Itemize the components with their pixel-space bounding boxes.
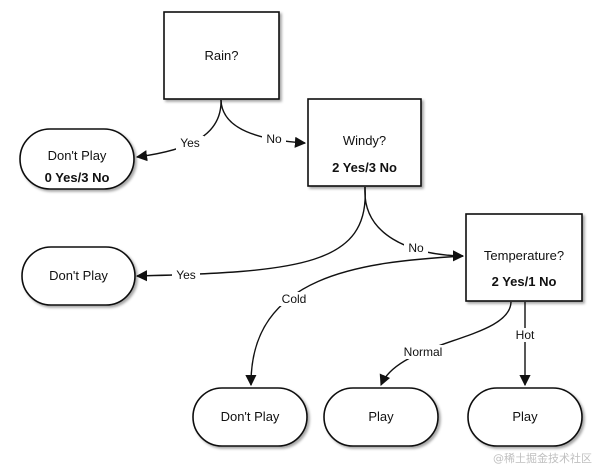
leaf-dont-play-cold-label: Don't Play [221, 409, 280, 424]
edge-label-temp-cold: Cold [282, 292, 307, 306]
edge-temp-cold [245, 255, 464, 387]
edge-rain-no [220, 99, 307, 148]
edge-label-windy-yes: Yes [176, 268, 196, 282]
edge-label-rain-yes: Yes [180, 136, 200, 150]
leaf-dont-play-rain-counts: 0 Yes/3 No [45, 170, 110, 185]
edge-labels: Yes No Yes No Cold Normal Hot [172, 131, 538, 359]
node-temperature-label: Temperature? [484, 248, 564, 263]
leaf-play-hot-label: Play [512, 409, 538, 424]
node-rain: Rain? [163, 11, 280, 100]
edge-label-temp-normal: Normal [404, 345, 443, 359]
node-temperature: Temperature? 2 Yes/1 No [465, 213, 583, 302]
leaf-play-normal: Play [323, 387, 439, 447]
edge-label-temp-hot: Hot [516, 328, 535, 342]
leaf-dont-play-cold: Don't Play [192, 387, 308, 447]
leaf-dont-play-rain-label: Don't Play [48, 148, 107, 163]
node-rain-label: Rain? [205, 48, 239, 63]
edge-label-windy-no: No [408, 241, 424, 255]
edge-windy-no [364, 186, 465, 262]
edge-temp-normal [379, 301, 512, 387]
edges [135, 99, 531, 387]
watermark: @稀土掘金技术社区 [493, 451, 592, 465]
edge-label-rain-no: No [266, 132, 282, 146]
node-windy-label: Windy? [343, 133, 386, 148]
node-windy: Windy? 2 Yes/3 No [307, 98, 422, 187]
leaf-play-hot: Play [467, 387, 583, 447]
leaf-dont-play-windy: Don't Play [21, 246, 136, 306]
leaf-dont-play-windy-label: Don't Play [49, 268, 108, 283]
leaf-dont-play-rain: Don't Play 0 Yes/3 No [19, 128, 135, 190]
leaf-play-normal-label: Play [368, 409, 394, 424]
edge-windy-yes [135, 186, 366, 282]
node-temperature-counts: 2 Yes/1 No [492, 274, 557, 289]
node-windy-counts: 2 Yes/3 No [332, 160, 397, 175]
